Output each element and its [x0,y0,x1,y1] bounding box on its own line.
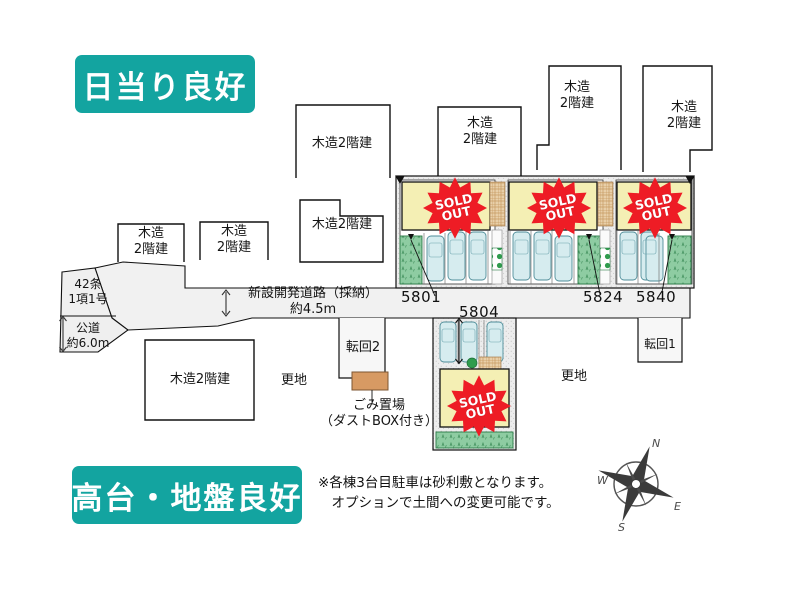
public-road-label: 公道 約6.0m [66,321,110,350]
lot-number-5824: 5824 [583,288,624,306]
sold-out-badge-5824: SOLD OUT [527,176,591,240]
starburst-icon [423,177,487,239]
sold-text-bottom: OUT [640,202,673,224]
neighbor-label-5: 木造 2階建 [133,226,169,257]
sold-out-badge-5840: SOLD OUT [623,176,687,240]
vacant-lot-right-label: 更地 [560,369,587,384]
neighbor-outlines [117,65,713,421]
parking-note: ※各棟3台目駐車は砂利敷となります。 オプションで土間への変更可能です。 [318,475,560,511]
neighbor-label-7: 木造2階建 [311,217,373,232]
turnaround-2-label: 転回2 [345,340,381,355]
road-article-label: 42条 1項1号 [68,277,108,306]
compass-west-label: W [597,474,608,487]
lot-number-5804: 5804 [459,303,500,321]
neighbor-label-4: 木造 2階建 [666,100,702,131]
neighbor-label-8: 木造2階建 [169,372,231,387]
sold-out-badge-5804: SOLD OUT [447,374,511,438]
sold-text-bottom: OUT [544,202,577,224]
compass-east-label: E [674,500,681,513]
turnaround-1-label: 転回1 [644,337,676,351]
lot-5804 [432,317,517,451]
starburst-icon [527,177,591,239]
neighbor-label-3: 木造 2階建 [559,80,595,111]
sold-text-bottom: OUT [440,202,473,224]
lot-number-5840: 5840 [636,288,677,306]
compass-rose [598,446,674,522]
sold-text-bottom: OUT [464,400,497,422]
compass-north-label: N [652,437,661,450]
compass-south-label: S [618,521,625,534]
garbage-area-label: ごみ置場 （ダストBOX付き） [320,398,438,429]
turnaround-and-garbage [338,318,683,402]
vacant-lot-left-label: 更地 [280,373,307,388]
neighbor-label-2: 木造 2階建 [462,116,498,147]
lot-number-5801: 5801 [401,288,442,306]
new-development-road [59,261,691,353]
neighbor-label-1: 木造2階建 [311,136,373,151]
starburst-icon [447,375,511,437]
sold-out-badge-5801: SOLD OUT [423,176,487,240]
neighbor-label-6: 木造 2階建 [216,224,252,255]
feature-banner-sunlight: 日当り良好 [75,55,255,113]
starburst-icon [623,177,687,239]
new-road-label: 新設開発道路（採納） 約4.5m [247,286,378,317]
feature-banner-ground: 高台・地盤良好 [72,466,302,524]
